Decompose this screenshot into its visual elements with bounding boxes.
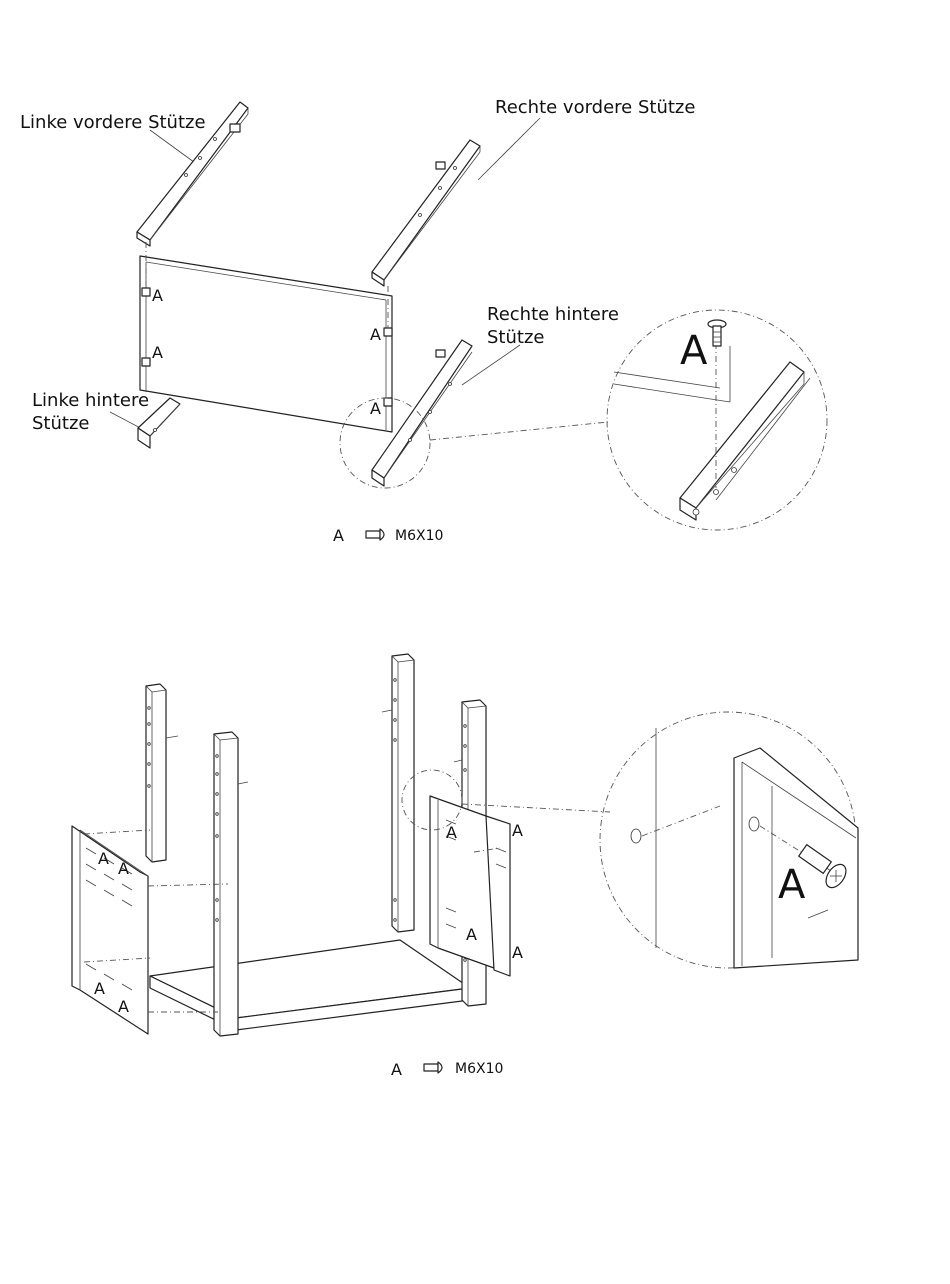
detail-marker-a: A (680, 328, 708, 374)
legend-part: M6X10 (455, 1061, 503, 1077)
bolt-icon (366, 529, 384, 540)
bolt-icon (424, 1062, 442, 1073)
screw-marker-a: A (152, 343, 163, 362)
screw-marker-a: A (512, 943, 523, 962)
detail-view-2 (600, 712, 858, 968)
label-right-rear-post-line2: Stütze (487, 327, 544, 348)
screw-marker-a: A (446, 823, 457, 842)
right-front-post (372, 140, 480, 286)
post-rear-left (146, 684, 178, 862)
label-right-front-post: Rechte vordere Stütze (495, 97, 695, 118)
screw-icon (708, 320, 726, 346)
screw-marker-a: A (94, 979, 105, 998)
detail-marker-a: A (778, 862, 806, 908)
screw-marker-a: A (118, 859, 129, 878)
label-left-rear-post-line2: Stütze (32, 413, 89, 434)
screw-marker-a: A (370, 399, 381, 418)
legend-part: M6X10 (395, 528, 443, 544)
detail-callout-line (430, 422, 608, 440)
legend-marker: A (391, 1060, 402, 1079)
step1-legend: A M6X10 (333, 526, 443, 545)
label-left-front-post: Linke vordere Stütze (20, 112, 206, 133)
label-right-rear-post-line1: Rechte hintere (487, 304, 619, 325)
label-left-rear-post-line1: Linke hintere (32, 390, 149, 411)
screw-marker-a: A (512, 821, 523, 840)
screw-marker-a: A (98, 849, 109, 868)
bottom-shelf (150, 940, 470, 1030)
right-side-panel (430, 796, 510, 976)
detail-view-1 (607, 310, 827, 530)
post-rear-right (382, 654, 414, 932)
screw-marker-a: A (466, 925, 477, 944)
screw-marker-a: A (118, 997, 129, 1016)
screw-marker-a: A (152, 286, 163, 305)
screw-marker-a: A (370, 325, 381, 344)
legend-marker: A (333, 526, 344, 545)
step2-legend: A M6X10 (391, 1060, 503, 1079)
step2-diagram: A A A A A A A A A A M6X10 (72, 654, 858, 1079)
step1-diagram: Linke vordere Stütze Rechte vordere Stüt… (20, 97, 827, 545)
